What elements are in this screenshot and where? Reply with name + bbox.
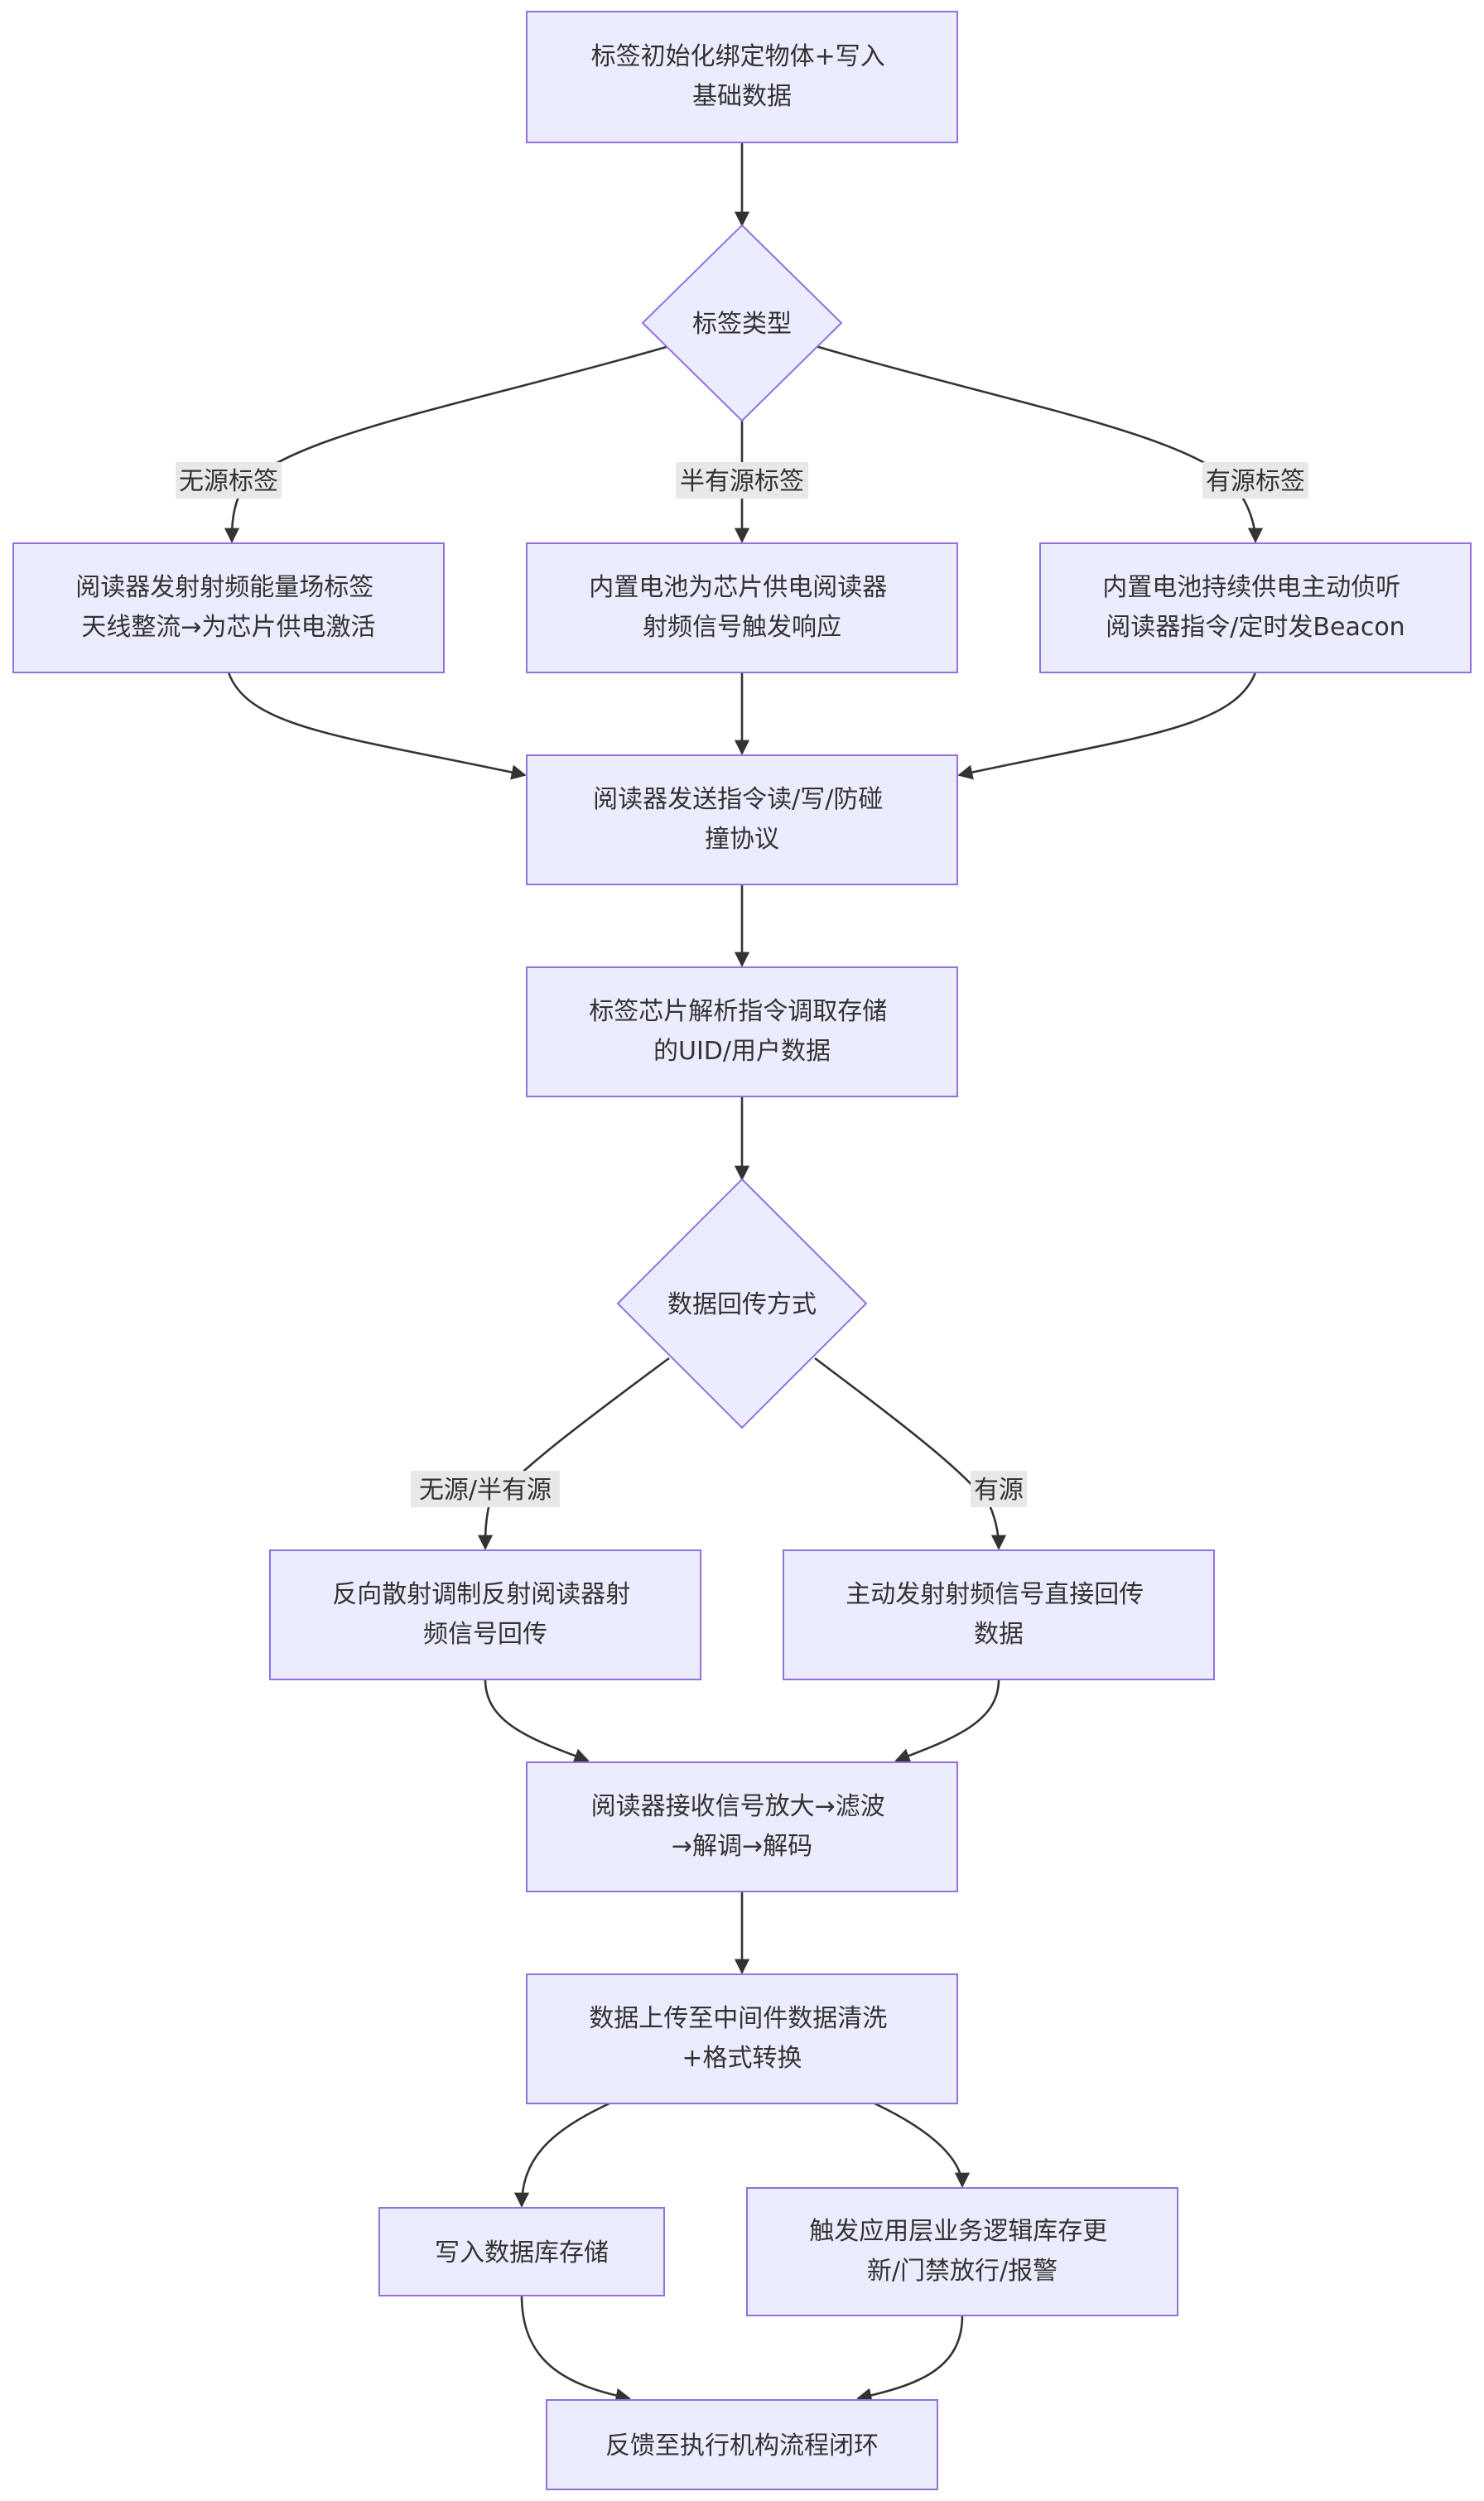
node-database: 写入数据库存储 <box>378 2207 665 2296</box>
node-active-transmit: 主动发射射频信号直接回传 数据 <box>783 1549 1215 1680</box>
node-application: 触发应用层业务逻辑库存更 新/门禁放行/报警 <box>746 2187 1178 2316</box>
edge-type-to-passive <box>224 345 670 543</box>
svg-text:写入数据库存储: 写入数据库存储 <box>435 2238 609 2267</box>
svg-text:标签芯片解析指令调取存储 的UID/用户数据: 标签芯片解析指令调取存储 的UID/用户数据 <box>589 997 895 1066</box>
edge-middleware-to-db <box>513 2102 610 2208</box>
svg-text:数据回传方式: 数据回传方式 <box>667 1290 817 1319</box>
node-feedback: 反馈至执行机构流程闭环 <box>546 2399 938 2490</box>
edge-active-to-reader <box>957 672 1257 780</box>
svg-text:阅读器发送指令读/写/防碰 撞协议: 阅读器发送指令读/写/防碰 撞协议 <box>593 785 891 854</box>
svg-text:反向散射调制反射阅读器射 频信号回传: 反向散射调制反射阅读器射 频信号回传 <box>332 1580 638 1649</box>
svg-text:触发应用层业务逻辑库存更 新/门禁放行/报警: 触发应用层业务逻辑库存更 新/门禁放行/报警 <box>809 2217 1115 2286</box>
edge-backscatter-to-rx <box>484 1679 590 1763</box>
node-passive: 阅读器发射射频能量场标签 天线整流→为芯片供电激活 <box>12 542 445 673</box>
edge-label-semi: 半有源标签 <box>676 462 808 499</box>
edge-app-to-feedback <box>856 2315 964 2403</box>
node-active: 内置电池持续供电主动侦听 阅读器指令/定时发Beacon <box>1039 542 1472 673</box>
edge-return-to-backscatter <box>477 1357 670 1550</box>
edge-label-passive-semi: 无源/半有源 <box>411 1471 560 1507</box>
svg-text:主动发射射频信号直接回传 数据: 主动发射射频信号直接回传 数据 <box>846 1580 1152 1649</box>
svg-text:无源/半有源: 无源/半有源 <box>419 1476 552 1505</box>
edge-label-active-return: 有源 <box>971 1471 1027 1507</box>
edge-return-to-activetx <box>814 1357 1007 1550</box>
node-tag-type-decision: 标签类型 <box>641 224 843 422</box>
svg-text:阅读器接收信号放大→滤波 →解调→解码: 阅读器接收信号放大→滤波 →解调→解码 <box>591 1792 894 1861</box>
svg-text:半有源标签: 半有源标签 <box>680 467 804 496</box>
edge-type-to-active <box>815 345 1264 543</box>
svg-text:数据上传至中间件数据清洗 +格式转换: 数据上传至中间件数据清洗 +格式转换 <box>589 2004 895 2073</box>
edge-passive-to-reader <box>227 672 527 780</box>
svg-text:标签初始化绑定物体+写入 基础数据: 标签初始化绑定物体+写入 基础数据 <box>591 42 894 111</box>
node-middleware: 数据上传至中间件数据清洗 +格式转换 <box>526 1973 958 2104</box>
svg-text:无源标签: 无源标签 <box>179 467 278 496</box>
svg-text:阅读器发射射频能量场标签 天线整流→为芯片供: 阅读器发射射频能量场标签 天线整流→为芯片供电激活 <box>75 573 382 642</box>
edge-label-active: 有源标签 <box>1202 462 1308 499</box>
svg-text:内置电池持续供电主动侦听 阅读器指令/定时发: 内置电池持续供电主动侦听 阅读器指令/定时发Beacon <box>1102 573 1409 642</box>
svg-text:有源: 有源 <box>974 1476 1024 1505</box>
node-reader-receive: 阅读器接收信号放大→滤波 →解调→解码 <box>526 1761 958 1892</box>
svg-text:有源标签: 有源标签 <box>1206 467 1305 496</box>
edge-label-passive: 无源标签 <box>176 462 282 499</box>
node-reader-command: 阅读器发送指令读/写/防碰 撞协议 <box>526 754 958 885</box>
node-init: 标签初始化绑定物体+写入 基础数据 <box>526 11 958 143</box>
svg-text:反馈至执行机构流程闭环: 反馈至执行机构流程闭环 <box>605 2431 879 2460</box>
node-chip-parse: 标签芯片解析指令调取存储 的UID/用户数据 <box>526 966 958 1097</box>
node-backscatter: 反向散射调制反射阅读器射 频信号回传 <box>269 1549 701 1680</box>
edge-middleware-to-app <box>874 2102 971 2188</box>
edge-activetx-to-rx <box>894 1679 1000 1763</box>
svg-text:内置电池为芯片供电阅读器 射频信号触发响应: 内置电池为芯片供电阅读器 射频信号触发响应 <box>589 573 895 642</box>
edge-db-to-feedback <box>520 2295 631 2403</box>
node-semi-passive: 内置电池为芯片供电阅读器 射频信号触发响应 <box>526 542 958 673</box>
node-return-mode-decision: 数据回传方式 <box>616 1178 868 1429</box>
svg-text:标签类型: 标签类型 <box>692 310 792 339</box>
